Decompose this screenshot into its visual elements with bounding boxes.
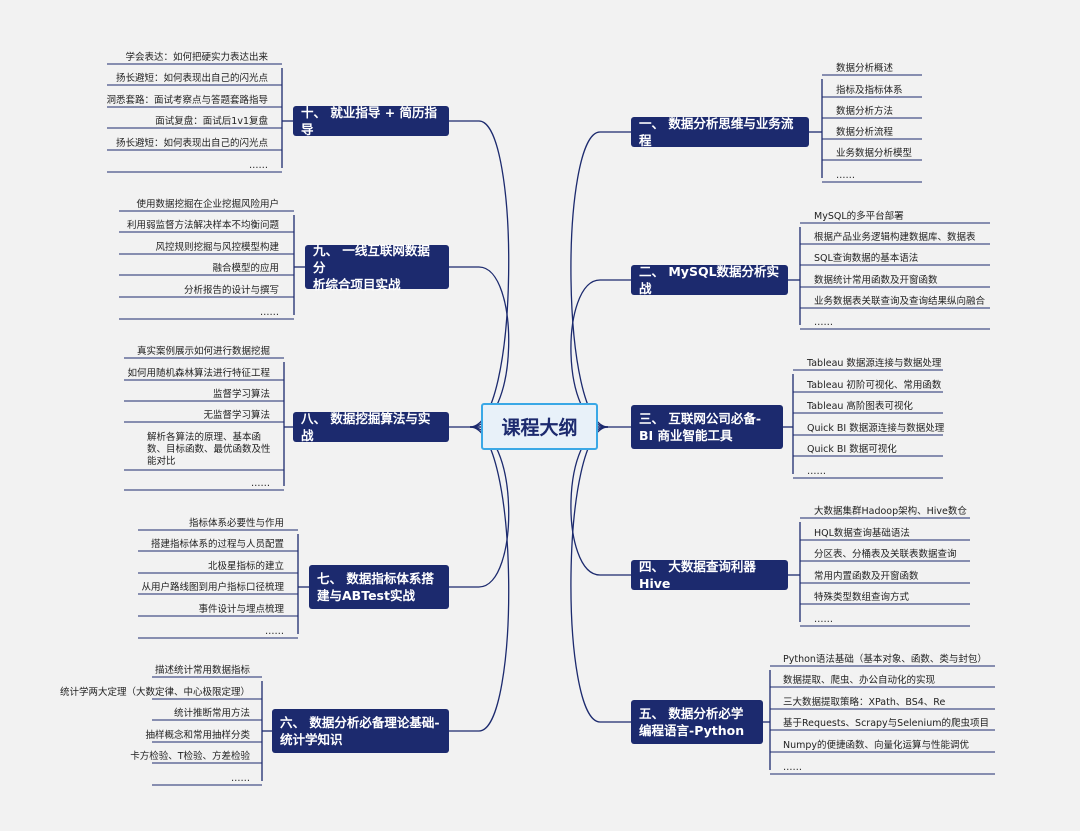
leaf-text: …… [260, 307, 279, 318]
connector-line [449, 426, 510, 588]
leaf-text: 洞悉套路：面试考察点与答题套路指导 [106, 95, 268, 106]
leaf-text: 如何用随机森林算法进行特征工程 [127, 368, 270, 379]
leaf-text: Tableau 初阶可视化、常用函数 [807, 380, 942, 391]
leaf-text: Tableau 高阶图表可视化 [807, 401, 913, 412]
leaf-text: …… [265, 626, 284, 637]
leaf-text: 利用弱监督方法解决样本不均衡问题 [126, 220, 279, 231]
leaf-text: …… [249, 160, 268, 171]
branch-node-5: 五、 数据分析必学 编程语言-Python [631, 700, 763, 744]
leaf-text: 常用内置函数及开窗函数 [814, 571, 919, 582]
leaf-text: 从用户路线图到用户指标口径梳理 [141, 582, 284, 593]
leaf-text: …… [783, 762, 802, 773]
leaf-text: 数据提取、爬虫、办公自动化的实现 [783, 675, 936, 686]
leaf-text: 北极星指标的建立 [207, 561, 284, 572]
leaf-text: 搭建指标体系的过程与人员配置 [150, 539, 284, 550]
leaf-text: …… [251, 478, 270, 489]
leaf-text: 业务数据分析模型 [836, 148, 913, 159]
branch-node-8: 八、 数据挖掘算法与实战 [293, 411, 449, 443]
leaf-text: 抽样概念和常用抽样分类 [145, 730, 250, 741]
leaf-text: 扬长避短：如何表现出自己的闪光点 [115, 138, 268, 149]
connector-line [449, 120, 510, 428]
leaf-text: 风控规则挖掘与风控模型构建 [155, 242, 279, 253]
branch-node-7: 七、 数据指标体系搭 建与ABTest实战 [309, 565, 449, 609]
branch-node-3: 三、 互联网公司必备- BI 商业智能工具 [631, 405, 783, 449]
leaf-text: 分区表、分桶表及关联表数据查询 [814, 549, 957, 560]
leaf-text: …… [231, 773, 250, 784]
leaf-text: 统计推断常用方法 [173, 708, 250, 719]
center-node: 课程大纲 [481, 403, 598, 450]
leaf-text: 数据分析流程 [836, 127, 894, 138]
leaf-text: 监督学习算法 [212, 389, 270, 400]
leaf-text: Quick BI 数据可视化 [807, 444, 897, 455]
leaf-text: 真实案例展示如何进行数据挖掘 [136, 346, 270, 357]
leaf-text: 分析报告的设计与撰写 [183, 285, 279, 296]
connector-line [449, 426, 510, 732]
branch-node-2: 二、 MySQL数据分析实战 [631, 264, 788, 296]
leaf-text: 描述统计常用数据指标 [154, 665, 250, 676]
leaf-text: 无监督学习算法 [203, 410, 270, 421]
leaf-text: 数据统计常用函数及开窗函数 [814, 275, 938, 286]
branch-node-4: 四、 大数据查询利器Hive [631, 559, 788, 591]
leaf-text: 数据分析方法 [836, 106, 894, 117]
leaf-text: …… [807, 466, 826, 477]
leaf-text: 卡方检验、T检验、方差检验 [130, 751, 250, 762]
leaf-text: 解析各算法的原理、基本函 数、目标函数、最优函数及性 能对比 [147, 432, 271, 467]
leaf-text: 扬长避短：如何表现出自己的闪光点 [115, 73, 268, 84]
leaf-text: HQL数据查询基础语法 [814, 528, 910, 539]
leaf-text: SQL查询数据的基本语法 [814, 253, 919, 264]
branch-node-9: 九、 一线互联网数据分 析综合项目实战 [305, 243, 449, 292]
branch-node-10: 十、 就业指导 + 简历指导 [293, 105, 449, 137]
leaf-text: 基于Requests、Scrapy与Selenium的爬虫项目 [783, 718, 989, 729]
leaf-text: Numpy的便捷函数、向量化运算与性能调优 [783, 740, 970, 751]
leaf-text: 数据分析概述 [836, 63, 894, 74]
leaf-text: …… [814, 614, 833, 625]
leaf-text: 面试复盘：面试后1v1复盘 [155, 116, 268, 127]
leaf-text: Tableau 数据源连接与数据处理 [807, 358, 942, 369]
leaf-text: 使用数据挖掘在企业挖掘风险用户 [136, 199, 279, 210]
leaf-text: 事件设计与埋点梳理 [198, 604, 284, 615]
leaf-text: 统计学两大定理（大数定律、中心极限定理） [59, 687, 250, 698]
leaf-text: …… [814, 317, 833, 328]
leaf-text: …… [836, 170, 855, 181]
leaf-text: 根据产品业务逻辑构建数据库、数据表 [814, 232, 976, 243]
branch-node-6: 六、 数据分析必备理论基础- 统计学知识 [272, 709, 449, 753]
leaf-text: 融合模型的应用 [212, 263, 279, 274]
leaf-text: 三大数据提取策略：XPath、BS4、Re [783, 697, 946, 708]
branch-node-1: 一、 数据分析思维与业务流程 [631, 116, 809, 148]
leaf-text: Python语法基础（基本对象、函数、类与封包） [783, 654, 987, 665]
leaf-text: MySQL的多平台部署 [814, 211, 904, 222]
leaf-text: 特殊类型数组查询方式 [814, 592, 910, 603]
leaf-text: 大数据集群Hadoop架构、Hive数仓 [814, 506, 967, 517]
leaf-text: Quick BI 数据源连接与数据处理 [807, 423, 945, 434]
leaf-text: 学会表达：如何把硬实力表达出来 [125, 52, 268, 63]
leaf-text: 指标体系必要性与作用 [188, 518, 284, 529]
leaf-text: 业务数据表关联查询及查询结果纵向融合 [814, 296, 986, 307]
leaf-text: 指标及指标体系 [836, 85, 903, 96]
